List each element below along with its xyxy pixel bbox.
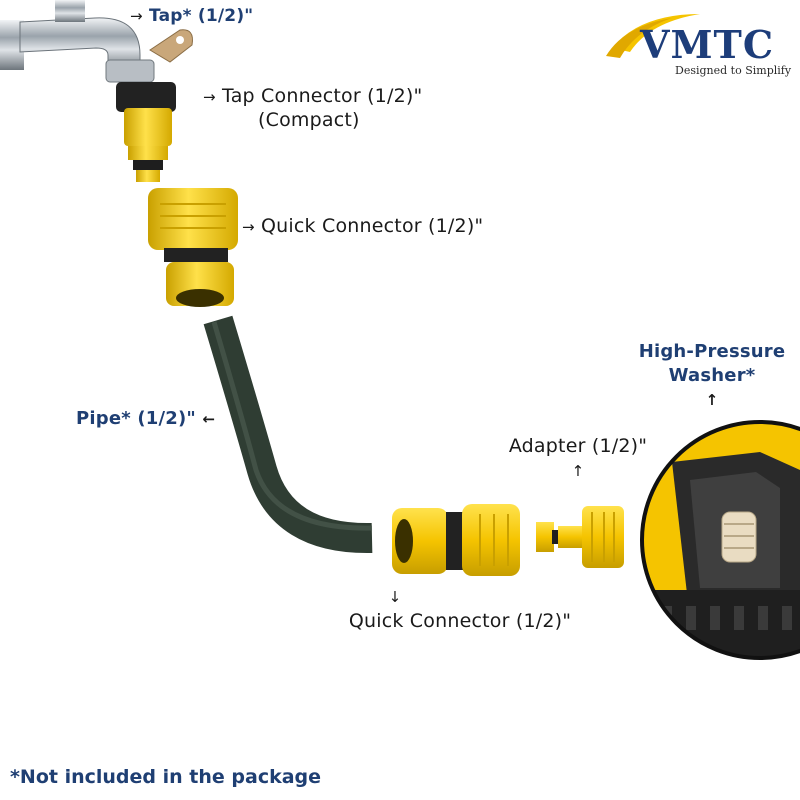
arrow-up-icon: ↑ bbox=[705, 391, 719, 409]
arrow-up-icon: ↑ bbox=[571, 462, 585, 480]
high-pressure-washer-icon bbox=[640, 420, 800, 660]
label-tap: → Tap* (1/2)" bbox=[130, 3, 253, 28]
label-pipe-text: Pipe* (1/2)" bbox=[76, 408, 196, 429]
label-tap-connector: → Tap Connector (1/2)" bbox=[203, 84, 422, 109]
vmtc-logo-swoosh bbox=[606, 14, 700, 58]
label-high-pressure-line1: High-Pressure bbox=[638, 341, 786, 362]
label-high-pressure-washer: High-Pressure Washer* ↑ bbox=[632, 340, 792, 412]
arrow-right-icon: → bbox=[130, 7, 143, 25]
label-quick-connector-bottom-text: Quick Connector (1/2)" bbox=[348, 610, 572, 632]
pipe-hose-icon bbox=[203, 315, 373, 554]
quick-connector-top-icon bbox=[148, 188, 238, 307]
quick-connector-bottom-icon bbox=[392, 504, 520, 576]
tap-faucet-icon bbox=[0, 0, 193, 83]
label-adapter-text: Adapter (1/2)" bbox=[508, 435, 648, 457]
label-pipe: Pipe* (1/2)" ← bbox=[76, 407, 215, 431]
arrow-down-icon: ↓ bbox=[388, 588, 402, 606]
arrow-right-icon: → bbox=[203, 88, 216, 106]
footnote: *Not included in the package bbox=[10, 766, 322, 788]
label-tap-connector-text: Tap Connector (1/2)" bbox=[222, 85, 423, 107]
label-tap-text: Tap* (1/2)" bbox=[149, 6, 254, 26]
logo-tagline: Designed to Simplify bbox=[675, 64, 792, 77]
label-quick-connector-top-text: Quick Connector (1/2)" bbox=[261, 215, 484, 237]
label-tap-connector-compact: (Compact) bbox=[258, 109, 360, 131]
label-high-pressure-line2: Washer* bbox=[668, 365, 756, 386]
label-adapter: Adapter (1/2)" ↑ bbox=[508, 434, 648, 483]
label-quick-connector-top: → Quick Connector (1/2)" bbox=[242, 214, 483, 239]
arrow-right-icon: → bbox=[242, 218, 255, 236]
logo-wordmark: VMTC bbox=[640, 22, 775, 67]
label-quick-connector-bottom: ↓ Quick Connector (1/2)" bbox=[330, 584, 590, 633]
adapter-icon bbox=[536, 506, 624, 568]
tap-connector-icon bbox=[116, 82, 176, 182]
arrow-left-icon: ← bbox=[202, 410, 216, 428]
